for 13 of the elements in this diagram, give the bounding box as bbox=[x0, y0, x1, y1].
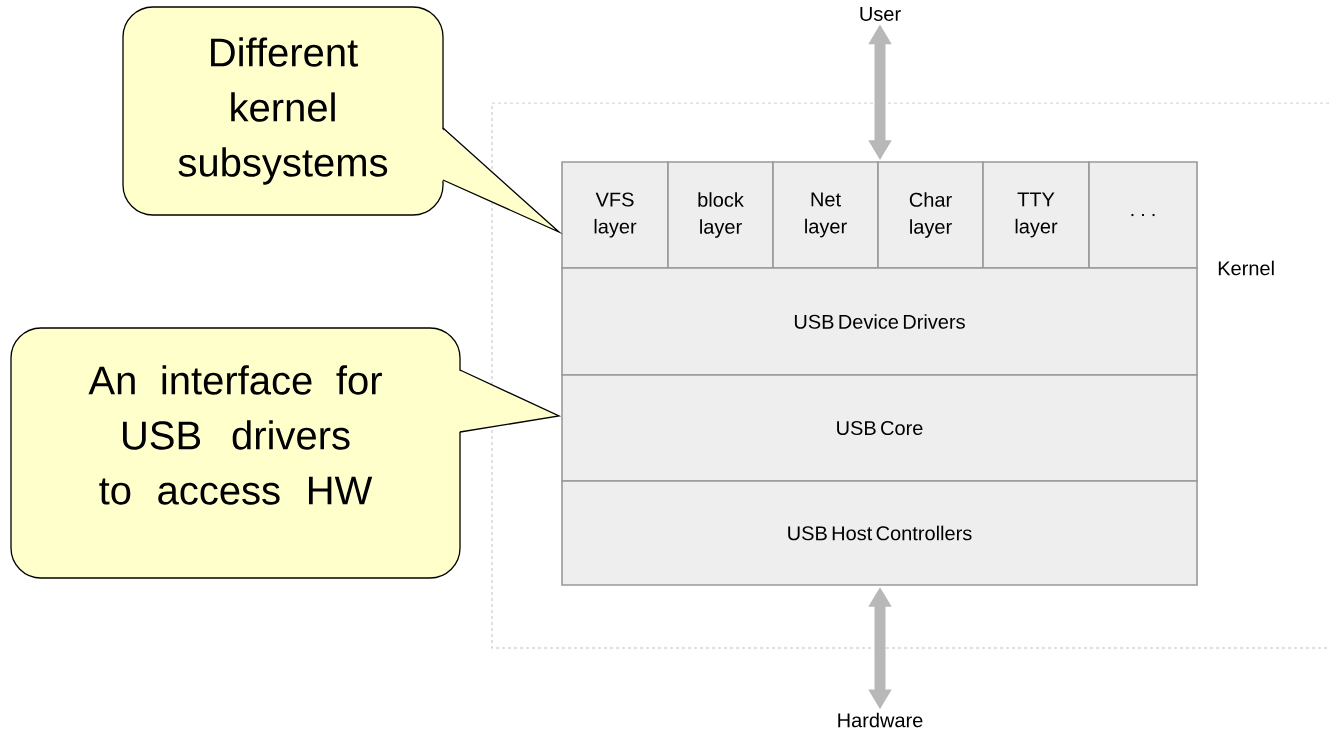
layer-box: TTY layer bbox=[982, 161, 1090, 269]
endpoint-label: User bbox=[860, 7, 901, 21]
region-label: Kernel bbox=[1218, 260, 1274, 276]
layer-box: USB Host Controllers bbox=[561, 480, 1198, 586]
endpoint-label: Hardware bbox=[838, 712, 923, 728]
layer-box: USB Core bbox=[561, 374, 1198, 482]
layer-box: Net layer bbox=[772, 161, 879, 269]
layer-box: . . . bbox=[1088, 161, 1198, 269]
layer-box: VFS layer bbox=[561, 161, 669, 269]
callout-bubble: Different kernel subsystems bbox=[122, 6, 563, 235]
callout-bubble: An interface for USB drivers to access HW bbox=[10, 327, 562, 579]
layer-box: Char layer bbox=[877, 161, 984, 269]
layer-box: block layer bbox=[667, 161, 774, 269]
